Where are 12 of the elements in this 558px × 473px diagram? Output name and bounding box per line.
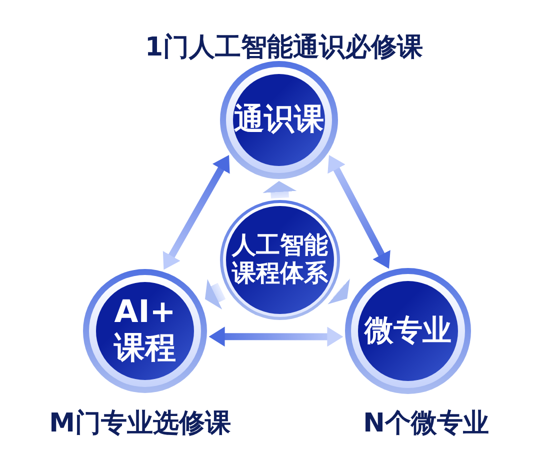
double-arrow	[160, 153, 232, 272]
arrow	[328, 278, 353, 306]
node-label: 1门人工智能通识必修课	[144, 32, 424, 64]
node-label: 微专业	[363, 314, 452, 348]
double-arrow	[326, 153, 392, 270]
node-label: N个微专业	[363, 408, 489, 440]
node-label: 通识课	[233, 102, 325, 138]
double-arrow	[208, 326, 344, 347]
arrow	[262, 180, 297, 199]
node-label: M门专业选修课	[49, 408, 231, 440]
node-label: 人工智能课程体系	[230, 232, 329, 288]
node-label: AI+课程	[112, 295, 177, 367]
